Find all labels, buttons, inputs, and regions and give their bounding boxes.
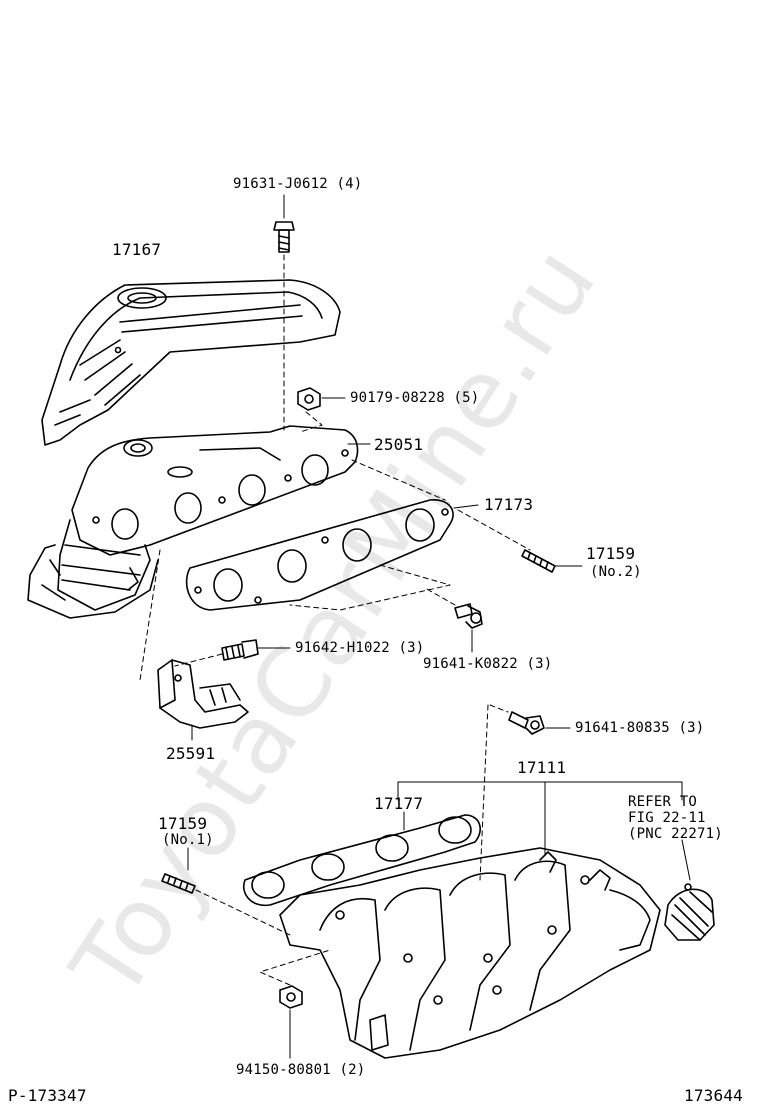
label-refer-line-3: (PNC 22271)	[628, 826, 723, 842]
label-gasket-17173: 17173	[484, 495, 534, 514]
label-stud-17159-no2: 17159	[586, 544, 636, 563]
exhaust-manifold-shape	[71, 425, 359, 556]
stud-17159-no2-shape	[521, 549, 556, 573]
label-bolt-91642: 91642-H1022 (3)	[295, 640, 425, 656]
label-heat-insulator: 17167	[112, 240, 162, 259]
label-nut-94150: 94150-80801 (2)	[236, 1062, 366, 1078]
bolt-91631-shape	[273, 221, 295, 253]
label-bolt-91641-80835: 91641-80835 (3)	[575, 720, 705, 736]
label-nut-90179: 90179-08228 (5)	[350, 390, 480, 406]
label-refer-line-1: REFER TO	[628, 794, 698, 810]
bolt-91641-80835-shape	[508, 711, 545, 735]
intake-manifold-shape	[279, 847, 661, 1059]
label-intake-manifold: 17111	[517, 758, 567, 777]
bolt-91642-shape	[221, 639, 259, 661]
label-stud-17159-no2-sub: (No.2)	[590, 564, 642, 580]
label-exhaust-manifold: 25051	[374, 435, 424, 454]
nut-90179-shape	[297, 387, 321, 411]
label-stud-17159-no1: 17159	[158, 814, 208, 833]
bolt-91641-k-shape	[454, 603, 483, 629]
label-bolt-91641-k0822: 91641-K0822 (3)	[423, 656, 553, 672]
nut-94150-shape	[279, 985, 303, 1009]
label-stud-17159-no1-sub: (No.1)	[162, 832, 214, 848]
footer-left-code: P-173347	[8, 1086, 87, 1105]
label-bolt-91631: 91631-J0612 (4)	[233, 176, 363, 192]
bracket-25591-shape	[157, 659, 249, 729]
catalytic-converter-shape	[27, 519, 159, 619]
heat-insulator-shape	[41, 279, 341, 446]
label-refer-line-2: FIG 22-11	[628, 810, 706, 826]
throttle-gasket-shape	[664, 883, 715, 941]
label-bracket-25591: 25591	[166, 744, 216, 763]
gasket-17173-shape	[185, 499, 454, 611]
footer-right-code: 173644	[684, 1086, 743, 1105]
gasket-17177-shape	[243, 814, 481, 907]
label-gasket-17177: 17177	[374, 794, 424, 813]
stud-17159-no1-shape	[161, 873, 196, 894]
